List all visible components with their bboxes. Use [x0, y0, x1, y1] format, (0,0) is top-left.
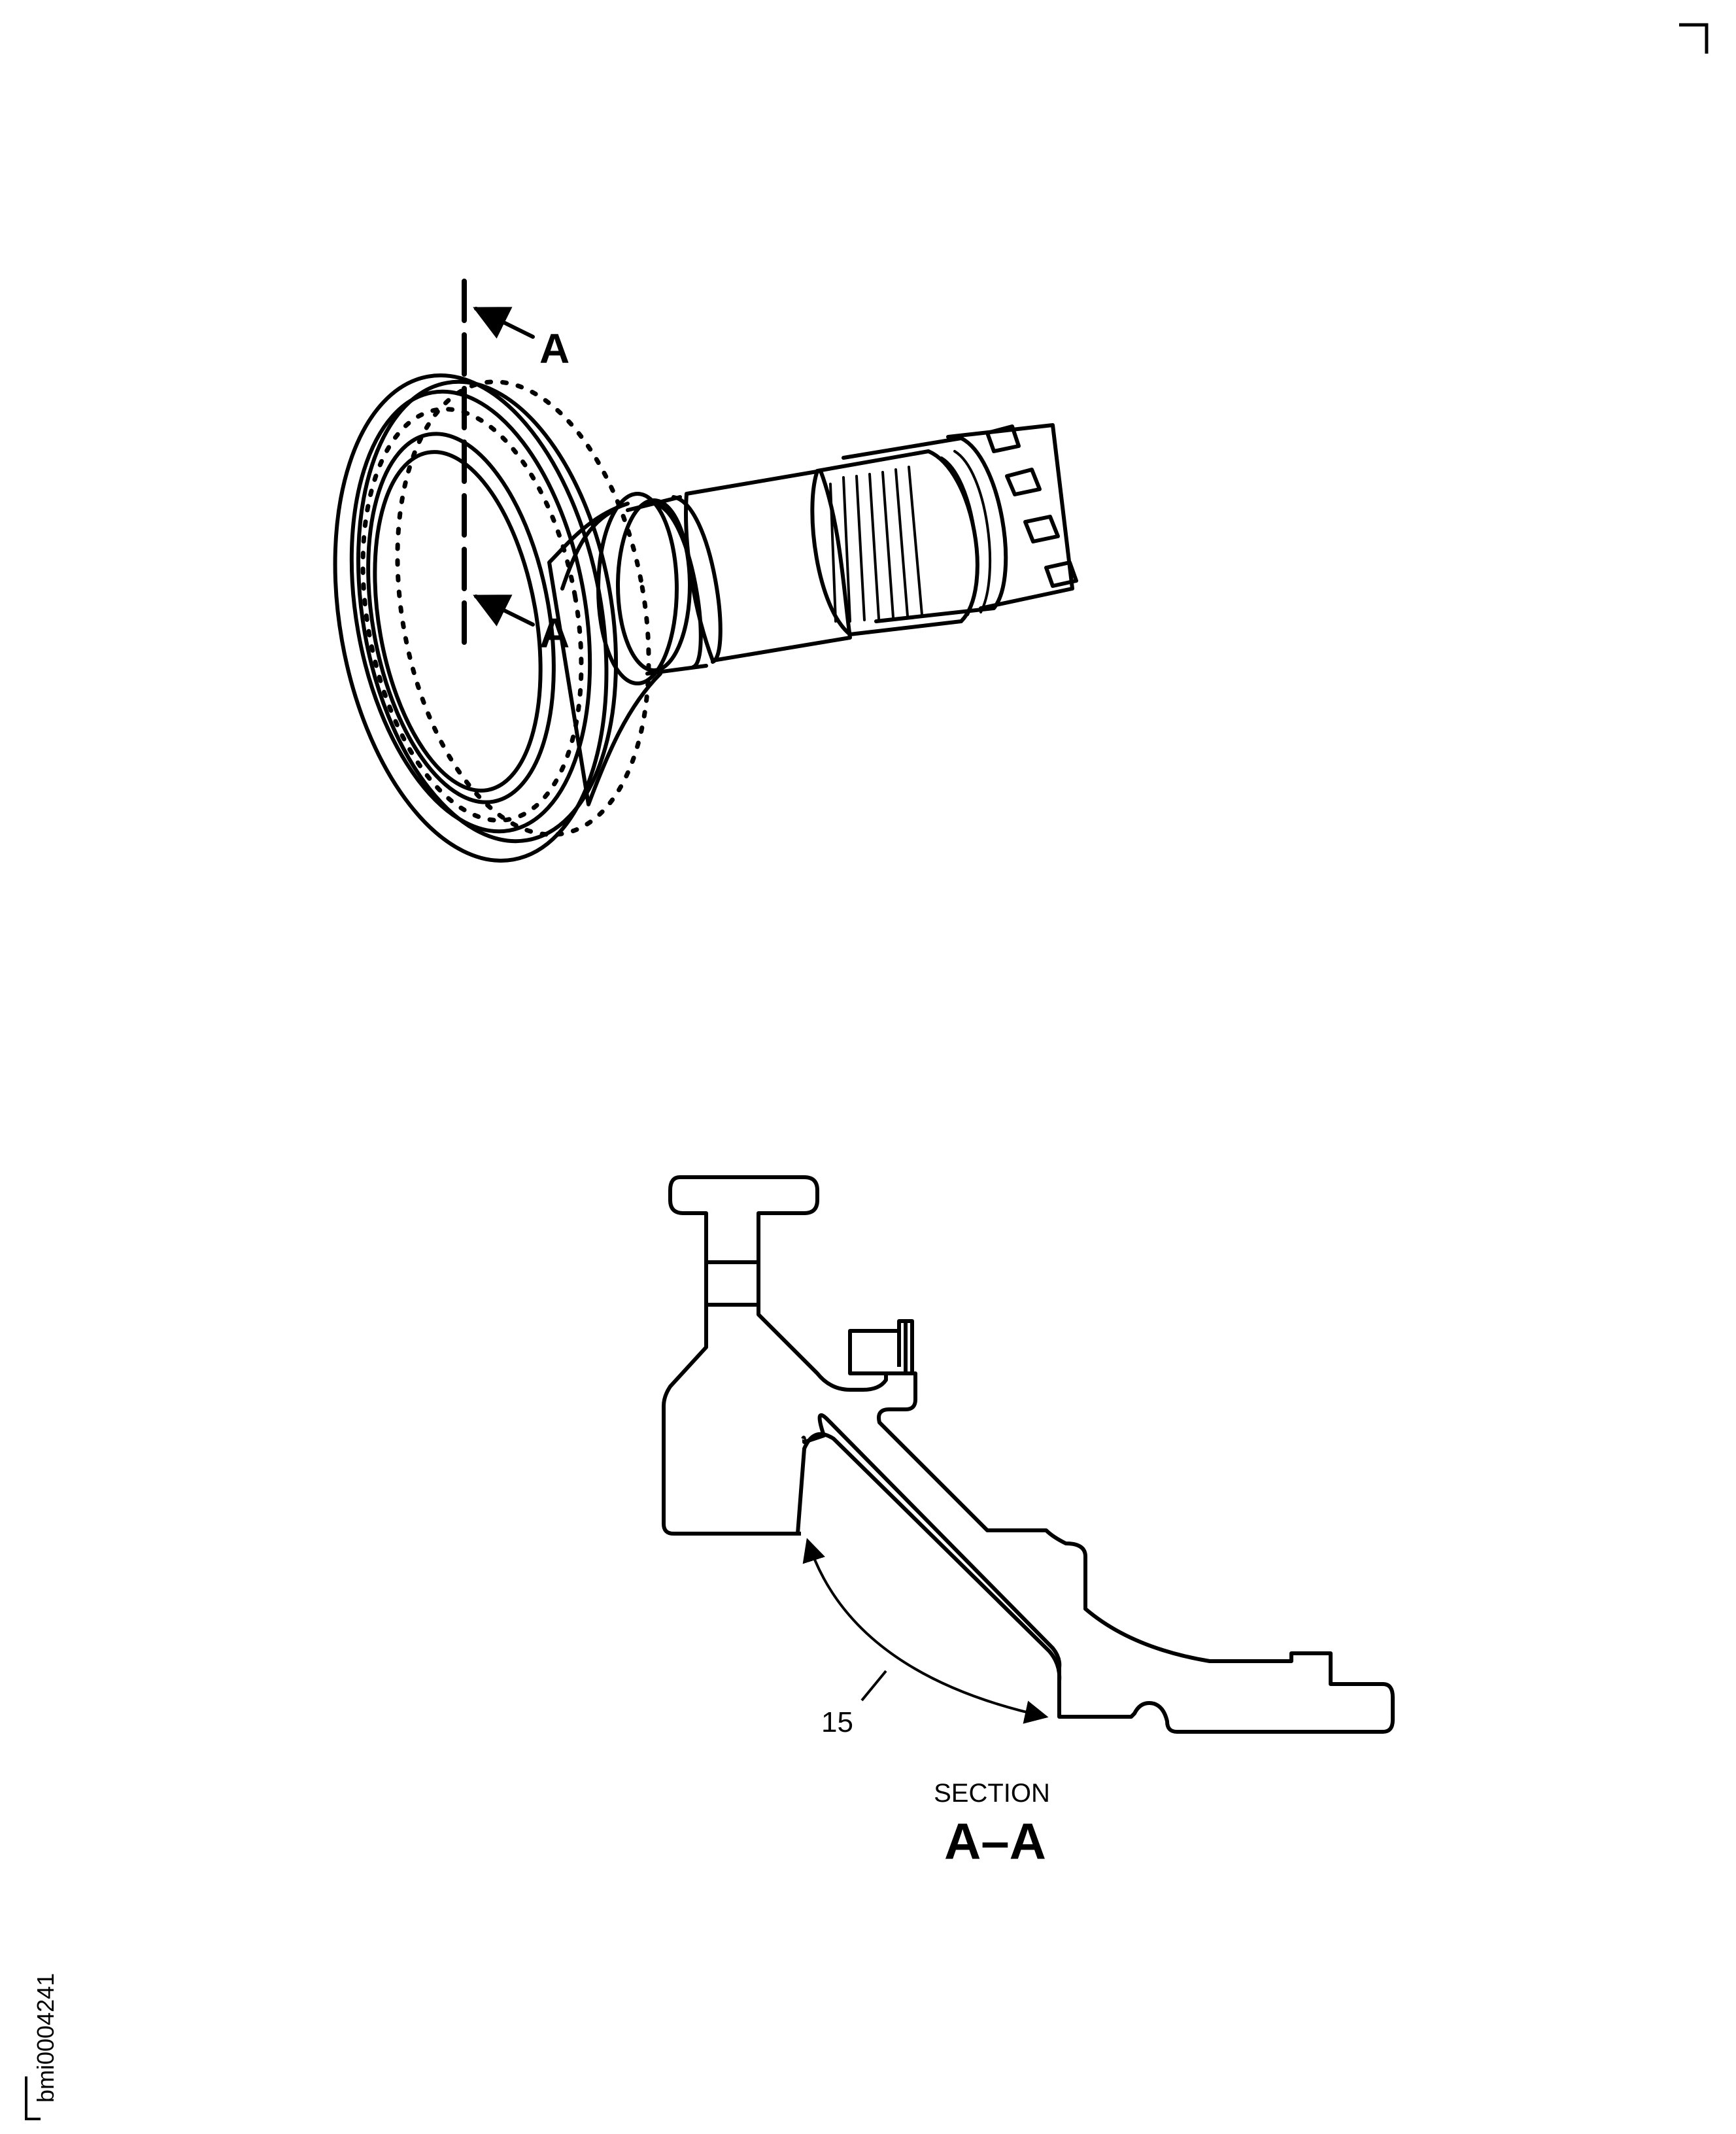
- dimension-callout: 15: [821, 1706, 853, 1738]
- section-caption-line1: SECTION: [934, 1779, 1050, 1808]
- corner-crop-mark: [1679, 23, 1709, 54]
- section-profile: [662, 1175, 1395, 1734]
- spline-ridges: [829, 450, 992, 623]
- shaft-isometric-view: [333, 279, 1078, 863]
- spline-end-teeth: [946, 423, 1078, 610]
- section-insert: [848, 1319, 914, 1375]
- dimension-leader: [860, 1670, 887, 1702]
- cut-marker-label-bottom: A: [539, 610, 570, 657]
- section-outline: [680, 1175, 1395, 1734]
- section-caption-line2: A–A: [944, 1812, 1046, 1870]
- spline-cylinder: [842, 436, 1008, 623]
- section-web: [796, 1432, 1062, 1717]
- figure-id-block: bmi0004241: [25, 1973, 59, 2120]
- cut-marker-label-top: A: [539, 325, 570, 372]
- figure-id: bmi0004241: [32, 1973, 59, 2103]
- section-left-body: [662, 1175, 801, 1536]
- flange-bolt-holes: [360, 379, 651, 837]
- cut-arrow-bottom: [473, 594, 535, 627]
- cut-arrow-top: [473, 307, 535, 339]
- splined-section: [810, 449, 979, 636]
- angle-dimension-arc: [802, 1538, 1049, 1724]
- flange-outer-ring: [333, 373, 619, 863]
